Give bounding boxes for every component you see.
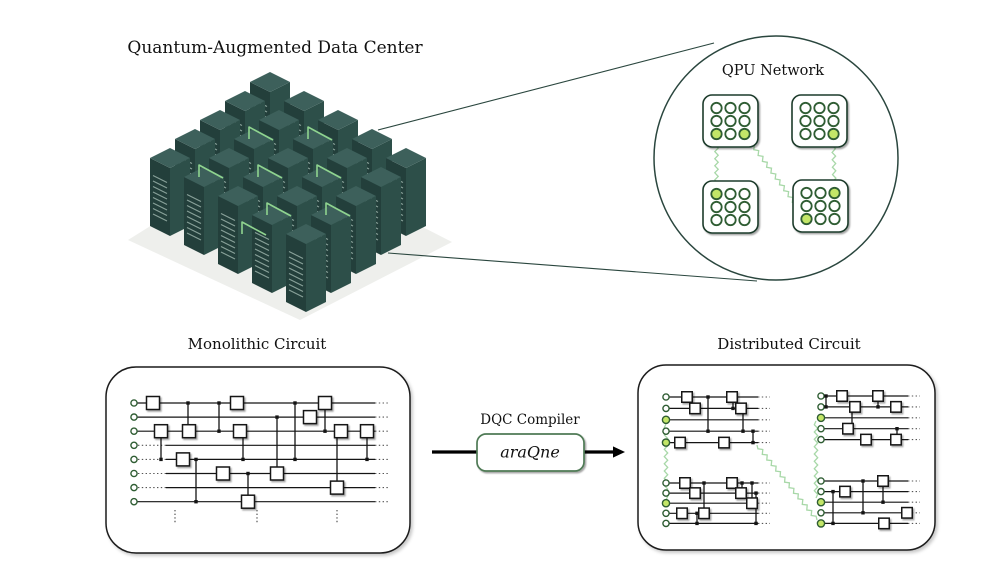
datacenter-title: Quantum-Augmented Data Center <box>127 38 423 58</box>
qpu-network-label: QPU Network <box>721 63 825 79</box>
compiler-name-araqne: araQne <box>500 442 560 462</box>
monolithic-circuit-title: Monolithic Circuit <box>187 335 327 353</box>
datacenter-illustration <box>128 42 758 320</box>
monolithic-circuit-diagram <box>105 366 411 554</box>
compiler-arrow <box>432 433 625 472</box>
distributed-circuit-title: Distributed Circuit <box>717 335 861 353</box>
distributed-circuit-diagram <box>637 364 936 551</box>
qpu-network-diagram <box>653 35 899 281</box>
dqc-compiler-label: DQC Compiler <box>480 412 580 428</box>
